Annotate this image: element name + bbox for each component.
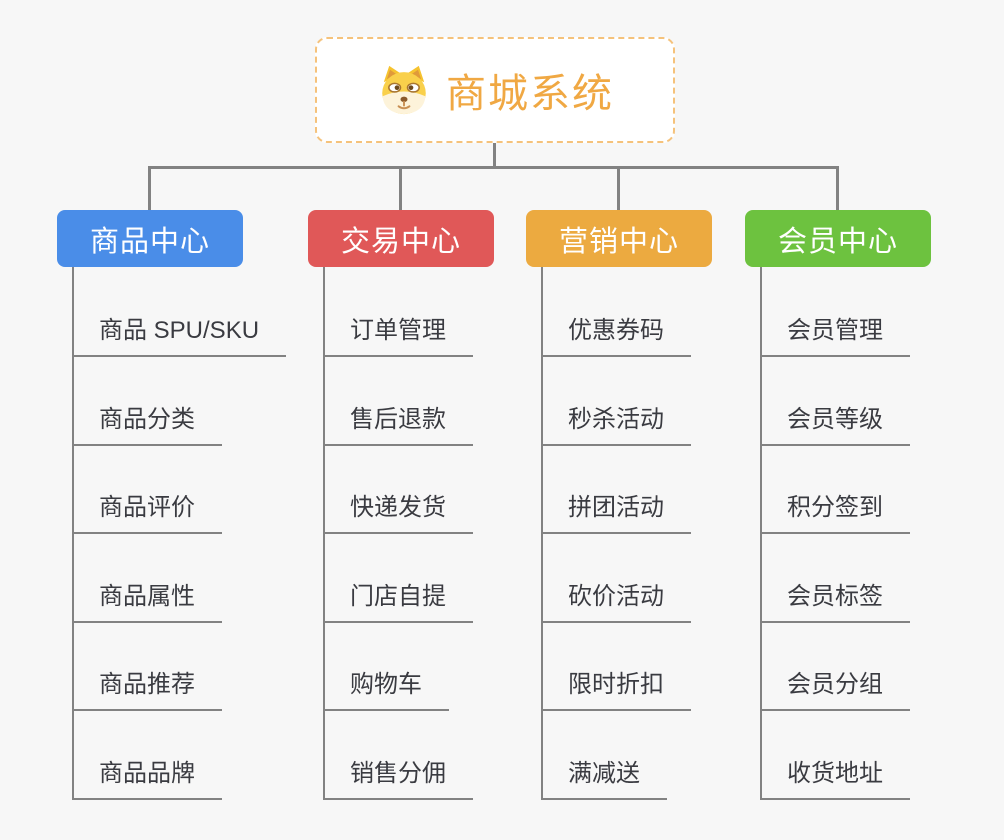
connector-drop-marketing [617,166,620,210]
subtopic[interactable]: 商品评价 [72,490,222,534]
subtopic[interactable]: 积分签到 [760,490,910,534]
subtopic[interactable]: 商品 SPU/SKU [72,313,287,357]
subtopic[interactable]: 拼团活动 [541,490,691,534]
subtopic[interactable]: 商品分类 [72,402,222,446]
subtopic[interactable]: 订单管理 [323,313,473,357]
subtopic[interactable]: 会员标签 [760,579,910,623]
dog-face-icon [376,63,432,117]
subtopic[interactable]: 会员等级 [760,402,910,446]
subtopic[interactable]: 快递发货 [323,490,473,534]
subtopic[interactable]: 砍价活动 [541,579,691,623]
subtopic[interactable]: 购物车 [323,667,449,711]
branch-topic-product-center[interactable]: 商品中心 [57,210,243,267]
subtopic[interactable]: 满减送 [541,756,667,800]
subtopic[interactable]: 收货地址 [760,756,910,800]
subtopic[interactable]: 售后退款 [323,402,473,446]
subtopic[interactable]: 限时折扣 [541,667,691,711]
connector-root-stem [493,143,496,169]
subtopic[interactable]: 商品推荐 [72,667,222,711]
branch-topic-label: 商品中心 [89,225,210,258]
subtopic[interactable]: 秒杀活动 [541,402,691,446]
branch-topic-label: 营销中心 [558,225,679,258]
branch-topic-label: 会员中心 [777,225,898,258]
connector-drop-product [148,166,151,210]
connector-drop-member [836,166,839,210]
subtopic[interactable]: 商品品牌 [72,756,222,800]
subtopic[interactable]: 门店自提 [323,579,473,623]
subtopic[interactable]: 优惠券码 [541,313,691,357]
root-topic-label: 商城系统 [446,72,614,116]
branch-topic-marketing-center[interactable]: 营销中心 [526,210,712,267]
branch-topic-label: 交易中心 [340,225,461,258]
subtopic[interactable]: 商品属性 [72,579,222,623]
root-topic[interactable]: 商城系统 [315,37,675,143]
branch-topic-trade-center[interactable]: 交易中心 [308,210,494,267]
branch-topic-member-center[interactable]: 会员中心 [745,210,931,267]
connector-drop-trade [399,166,402,210]
subtopic[interactable]: 销售分佣 [323,756,473,800]
subtopic[interactable]: 会员分组 [760,667,910,711]
subtopic[interactable]: 会员管理 [760,313,910,357]
connector-horizontal-trunk [148,166,839,169]
